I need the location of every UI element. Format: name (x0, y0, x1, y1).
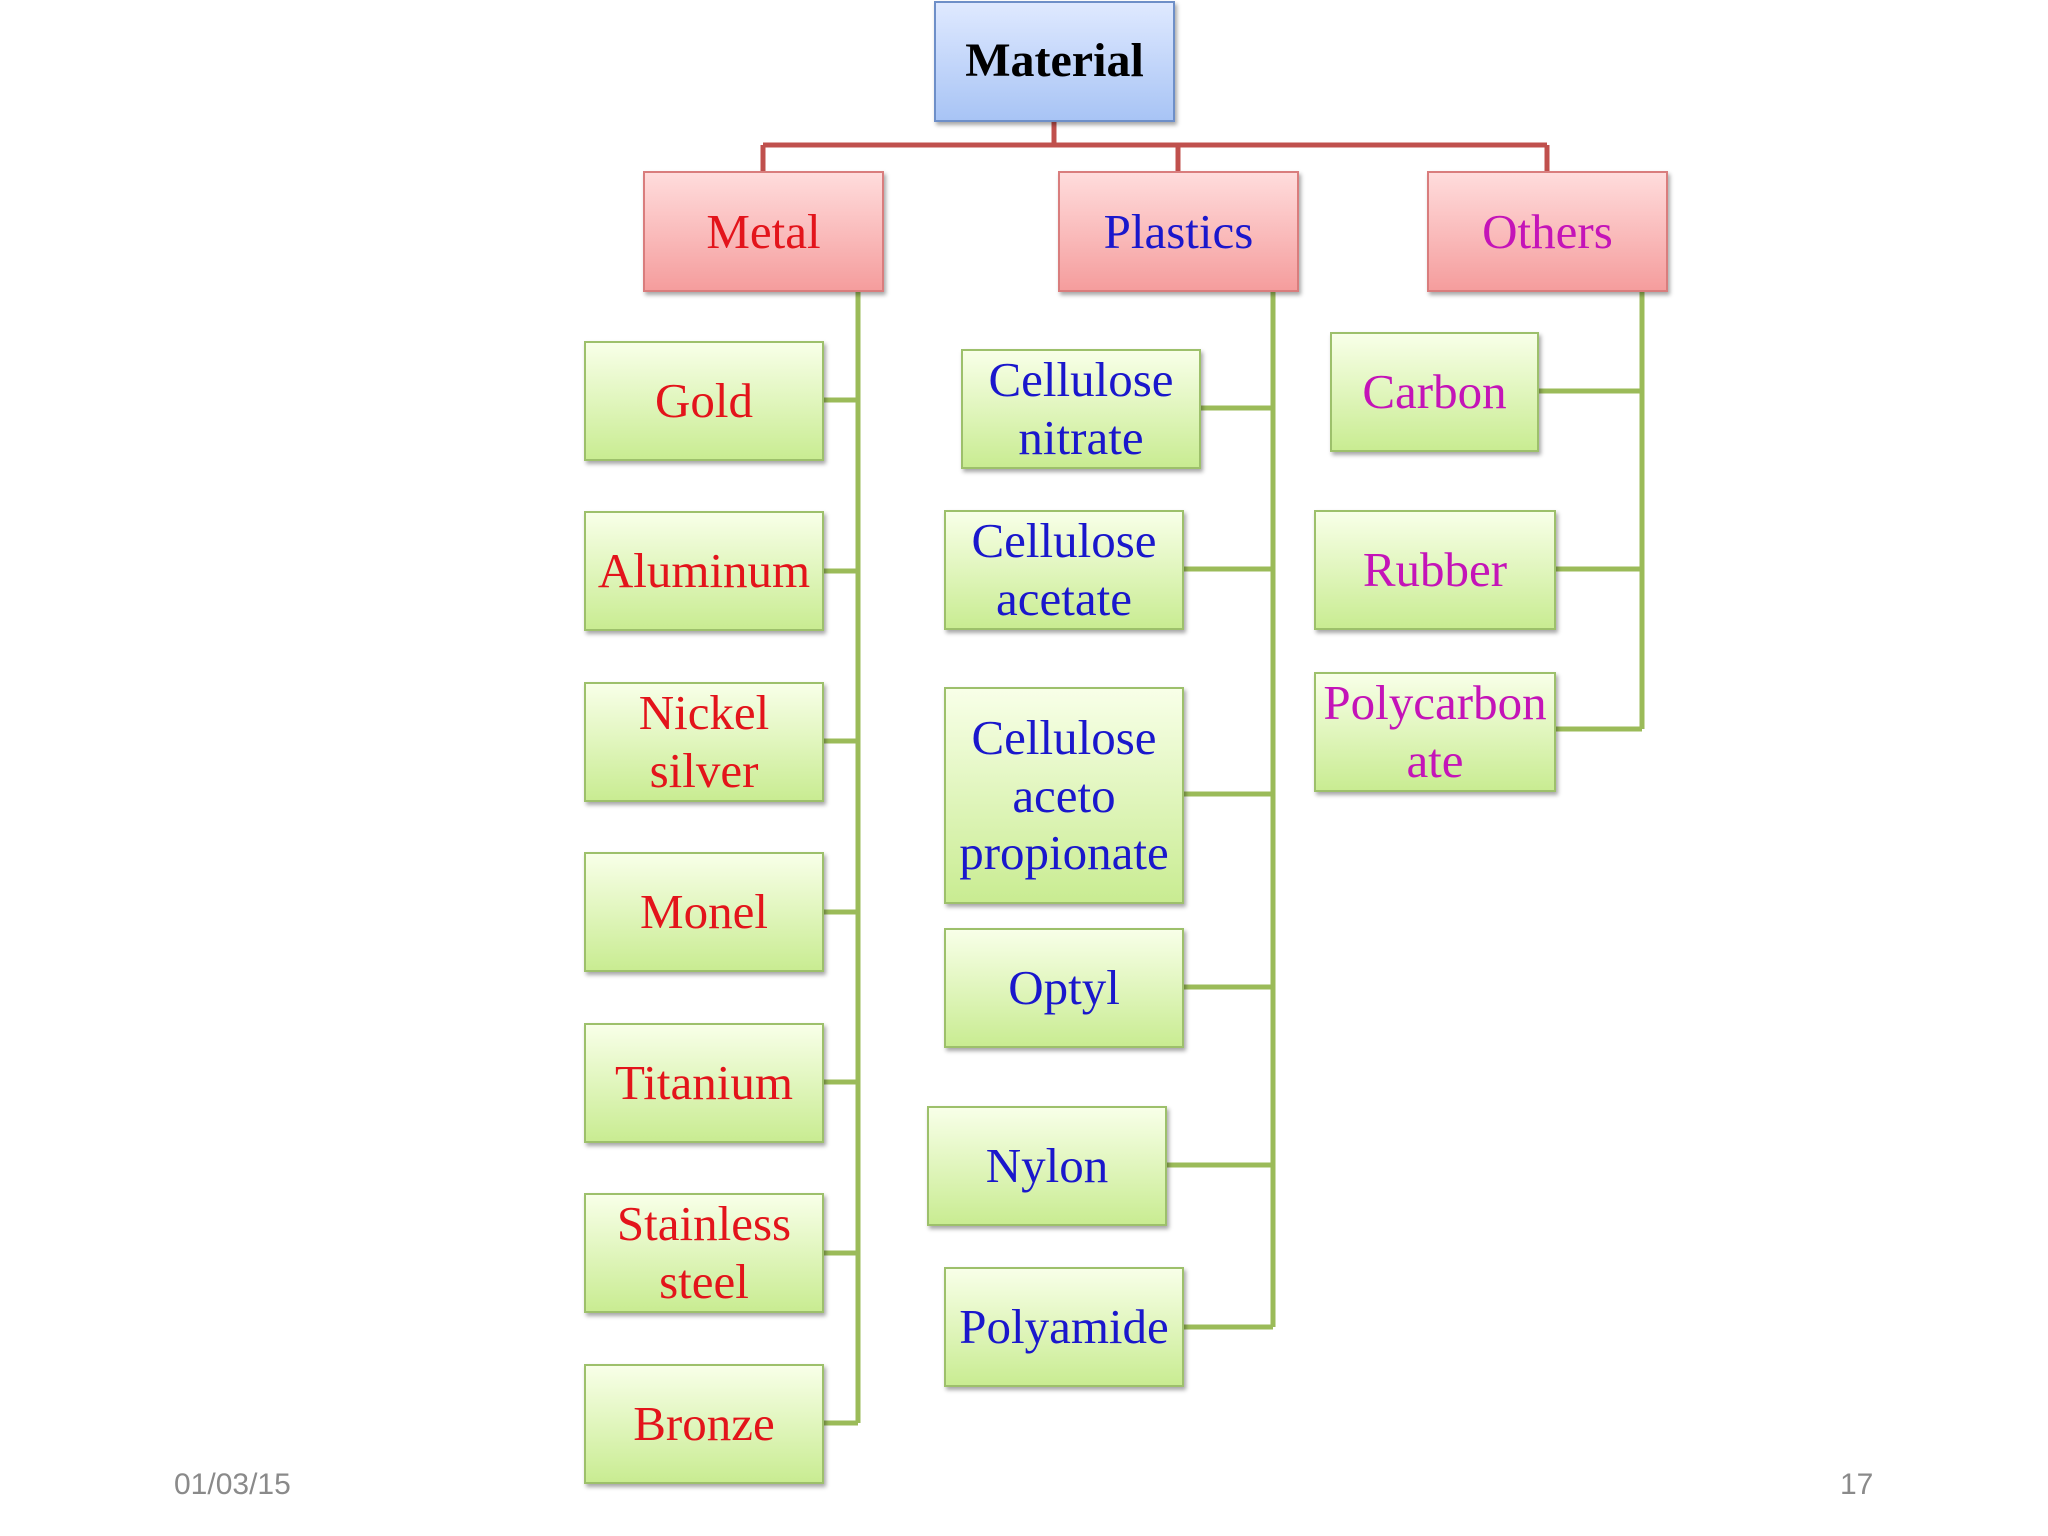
category-others: Others (1427, 171, 1668, 292)
leaf-nickel-silver: Nickel silver (584, 682, 824, 802)
leaf-gold: Gold (584, 341, 824, 461)
leaf-bronze: Bronze (584, 1364, 824, 1484)
leaf-monel: Monel (584, 852, 824, 972)
leaf-stainless-steel: Stainless steel (584, 1193, 824, 1313)
leaf-carbon: Carbon (1330, 332, 1539, 452)
leaf-nylon: Nylon (927, 1106, 1167, 1226)
root-connectors (760, 122, 1550, 171)
leaf-optyl: Optyl (944, 928, 1184, 1048)
leaf-connectors (824, 292, 1645, 1426)
leaf-polyamide: Polyamide (944, 1267, 1184, 1387)
category-metal: Metal (643, 171, 884, 292)
footer-date: 01/03/15 (174, 1468, 291, 1501)
root-node-material: Material (934, 1, 1175, 122)
leaf-rubber: Rubber (1314, 510, 1556, 630)
leaf-cellulose-nitrate: Cellulose nitrate (961, 349, 1201, 469)
leaf-polycarbonate: Polycarbon ate (1314, 672, 1556, 792)
category-plastics: Plastics (1058, 171, 1299, 292)
leaf-titanium: Titanium (584, 1023, 824, 1143)
leaf-cellulose-aceto-propionate: Cellulose aceto propionate (944, 687, 1184, 904)
leaf-cellulose-acetate: Cellulose acetate (944, 510, 1184, 630)
footer-page-number: 17 (1840, 1468, 1874, 1501)
leaf-aluminum: Aluminum (584, 511, 824, 631)
